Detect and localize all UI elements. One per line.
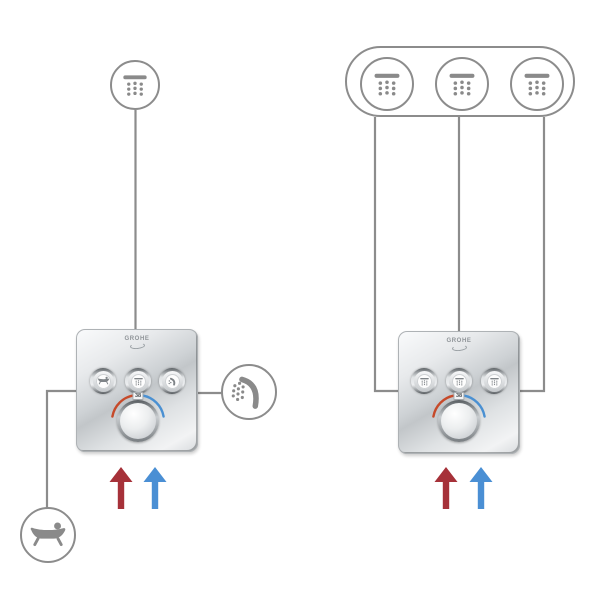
overhead-shower-icon — [371, 68, 403, 100]
hand-shower-icon — [227, 370, 271, 414]
overhead-shower-icon — [521, 68, 553, 100]
wire-right-outlet-3 — [519, 117, 546, 393]
hot-water-supply-arrow — [108, 467, 134, 509]
overhead-shower-icon — [120, 70, 150, 100]
right-valve-button-1 — [411, 368, 437, 394]
wire-left-bathtub — [45, 389, 77, 509]
cold-arc — [462, 394, 486, 418]
left-valve-button-hand-shower — [159, 368, 185, 394]
temperature-stop-label: 38 — [453, 392, 465, 400]
grohe-swoosh-icon — [129, 342, 145, 350]
grohe-swoosh-icon — [451, 344, 467, 352]
left-hand-shower-outlet — [221, 364, 277, 420]
temperature-arc — [432, 394, 486, 418]
left-overhead-shower-outlet — [110, 60, 160, 110]
left-bathtub-outlet — [20, 507, 76, 563]
right-thermostat-dial — [438, 400, 480, 442]
right-valve: GROHE 38 — [398, 331, 520, 454]
overhead-shower-icon — [446, 68, 478, 100]
grohe-logo: GROHE — [398, 338, 520, 352]
right-overhead-shower-outlet-2 — [435, 56, 489, 111]
hot-water-supply-arrow — [433, 467, 459, 509]
cold-water-supply-arrow — [142, 467, 168, 509]
temperature-stop-label: 38 — [132, 392, 144, 400]
cold-water-supply-arrow — [468, 467, 494, 509]
right-overhead-shower-outlet-1 — [360, 56, 414, 111]
left-valve-button-overhead-shower — [125, 368, 151, 394]
temperature-arc — [111, 394, 165, 418]
left-thermostat-dial — [117, 400, 159, 442]
bathtub-icon — [28, 520, 68, 551]
cold-arc — [141, 394, 165, 418]
brand-text: GROHE — [124, 336, 150, 342]
hot-arc — [432, 394, 456, 418]
grohe-logo: GROHE — [76, 336, 198, 350]
right-overhead-shower-group — [345, 46, 575, 117]
right-valve-button-3 — [481, 368, 507, 394]
wire-right-outlet-1 — [373, 117, 399, 393]
left-valve: GROHE 38 — [76, 329, 198, 452]
hot-arc — [111, 394, 135, 418]
brand-text: GROHE — [446, 338, 472, 344]
right-valve-button-2 — [446, 368, 472, 394]
left-valve-button-bathtub — [90, 368, 116, 394]
right-overhead-shower-outlet-3 — [510, 56, 564, 111]
